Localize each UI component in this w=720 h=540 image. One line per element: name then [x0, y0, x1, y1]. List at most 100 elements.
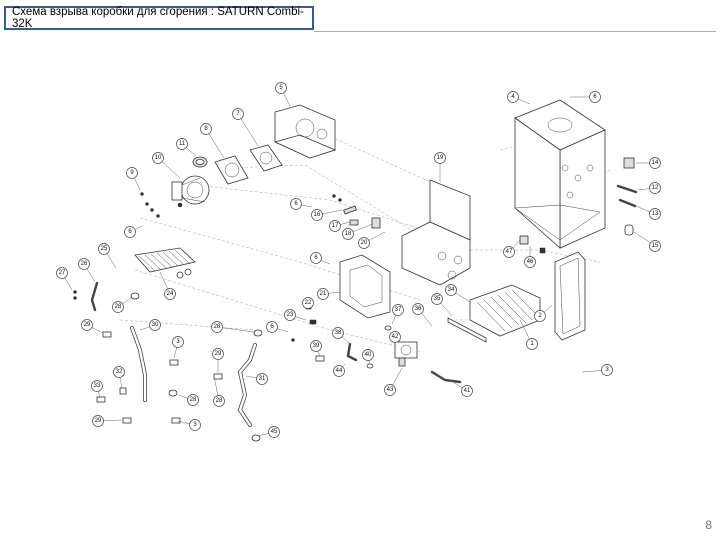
part-30-pipe [130, 326, 147, 402]
callout-37: 37 [391, 304, 404, 325]
callout-number: 21 [320, 291, 327, 297]
part-8-plate [214, 155, 249, 185]
callout-6: 6 [290, 198, 313, 210]
callout-balloon [126, 167, 138, 179]
callout-41: 41 [449, 379, 473, 397]
callout-number: 25 [101, 246, 108, 252]
callout-33: 33 [91, 380, 103, 399]
callout-balloon [362, 349, 374, 361]
callout-number: 35 [434, 296, 441, 302]
callout-balloon [113, 366, 125, 378]
components-22-23 [291, 304, 317, 342]
callout-21: 21 [317, 288, 341, 300]
callout-15: 15 [633, 231, 661, 252]
callout-balloon [189, 419, 201, 431]
callout-23: 23 [284, 309, 307, 321]
callout-balloon [317, 288, 329, 300]
callout-number: 29 [95, 418, 102, 424]
callout-number: 32 [116, 369, 123, 375]
callout-balloon [187, 394, 199, 406]
callout-balloon [534, 310, 546, 322]
callout-number: 4 [511, 94, 515, 100]
callout-number: 10 [155, 155, 162, 161]
callout-number: 15 [652, 243, 659, 249]
callout-number: 12 [652, 185, 659, 191]
callout-balloon [266, 321, 278, 333]
callout-6: 6 [570, 91, 601, 103]
part-35-rail [447, 317, 487, 343]
callout-number: 16 [314, 212, 321, 218]
part-2-expansion-panel [554, 251, 586, 341]
callout-balloon [212, 348, 224, 360]
part-20-frame [401, 221, 471, 286]
callout-balloon [601, 364, 613, 376]
callout-24: 24 [159, 271, 176, 300]
part-9-screws [140, 192, 160, 218]
callout-number: 28 [115, 304, 122, 310]
callout-14: 14 [636, 157, 661, 169]
callout-number: 38 [335, 330, 342, 336]
callout-balloon [91, 380, 103, 392]
callout-number: 41 [464, 388, 471, 394]
title-underline [314, 31, 716, 32]
callout-number: 22 [305, 300, 312, 306]
callout-balloon [268, 426, 280, 438]
callout-balloon [431, 293, 443, 305]
callout-7: 7 [232, 108, 259, 147]
callout-balloon [389, 331, 401, 343]
callout-number: 20 [361, 240, 368, 246]
callout-number: 14 [652, 160, 659, 166]
callout-balloon [152, 152, 164, 164]
callout-3: 3 [172, 336, 184, 359]
callout-balloon [81, 319, 93, 331]
callout-27: 27 [56, 267, 73, 291]
slide-title: Схема взрыва коробки для сгорения : SATU… [4, 6, 314, 30]
callout-number: 28 [214, 324, 221, 330]
callout-balloon [333, 365, 345, 377]
callout-number: 27 [59, 270, 66, 276]
callout-number: 46 [527, 259, 534, 265]
callout-balloon [342, 228, 354, 240]
callout-balloon [176, 138, 188, 150]
callout-38: 38 [332, 327, 351, 345]
callout-number: 6 [128, 229, 132, 235]
callout-balloon [649, 240, 661, 252]
callout-47: 47 [503, 239, 521, 258]
callout-8: 8 [200, 123, 225, 159]
callout-number: 5 [279, 85, 283, 91]
callout-20: 20 [358, 231, 386, 249]
callout-11: 11 [176, 138, 197, 157]
part-26-pipe [90, 281, 99, 312]
callout-29: 29 [212, 348, 224, 373]
callout-5: 5 [275, 82, 291, 107]
callout-22: 22 [302, 297, 314, 309]
callout-balloon [112, 301, 124, 313]
callout-number: 26 [81, 261, 88, 267]
callout-number: 17 [332, 223, 339, 229]
callout-36: 36 [412, 303, 433, 327]
callout-number: 36 [415, 306, 422, 312]
callout-balloon [358, 237, 370, 249]
callout-6: 6 [310, 252, 331, 265]
callout-number: 6 [270, 324, 274, 330]
small-brackets [96, 331, 325, 424]
callout-balloon [200, 123, 212, 135]
callout-balloon [434, 152, 446, 164]
callout-9: 9 [126, 167, 141, 191]
callout-43: 43 [384, 367, 403, 396]
callout-number: 47 [506, 249, 513, 255]
callout-balloon [445, 284, 457, 296]
callout-3: 3 [581, 364, 613, 376]
callout-leader [216, 326, 255, 333]
callout-number: 42 [392, 334, 399, 340]
part-41-pipe [430, 370, 462, 384]
callout-balloon [310, 340, 322, 352]
callout-28: 28 [211, 321, 255, 333]
callout-balloon [211, 321, 223, 333]
callout-17: 17 [329, 220, 351, 232]
callout-balloon [384, 384, 396, 396]
callout-3: 3 [177, 419, 201, 431]
callout-number: 34 [448, 287, 455, 293]
callout-number: 18 [345, 231, 352, 237]
callout-6: 6 [266, 321, 289, 333]
